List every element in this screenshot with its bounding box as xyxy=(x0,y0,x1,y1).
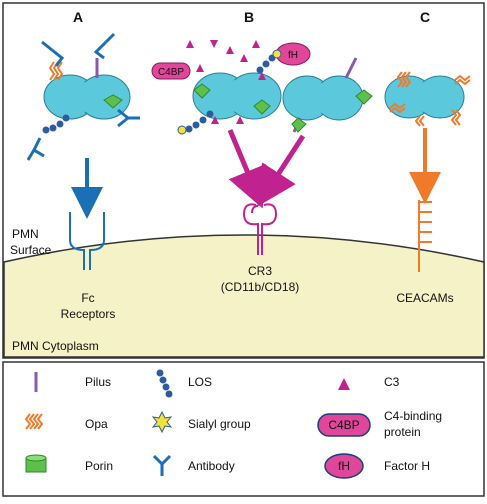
legend-los-icon xyxy=(156,369,173,398)
legend-c3-label: C3 xyxy=(384,375,400,389)
legend-pilus-label: Pilus xyxy=(85,375,111,389)
cr3-label-line1: CR3 xyxy=(248,264,272,278)
legend-fh-badge-text: fH xyxy=(338,459,350,473)
panel-c-bacterium xyxy=(384,71,471,127)
legend-sialyl-icon xyxy=(151,410,173,434)
legend-porin-label: Porin xyxy=(85,459,113,473)
sialyl-icon xyxy=(177,125,187,135)
pmn-surface-label-line2: Surface xyxy=(10,243,52,257)
cr3-label-line2: (CD11b/CD18) xyxy=(221,280,299,294)
legend-opa-label: Opa xyxy=(85,417,108,431)
panel-a-bacterium xyxy=(26,32,140,161)
legend-porin-icon xyxy=(25,454,47,473)
legend-antibody-label: Antibody xyxy=(188,459,235,473)
legend-c4bp-label-line1: C4-binding xyxy=(384,409,442,423)
legend-opa-icon xyxy=(24,413,44,430)
legend-c4bp-badge-text: C4BP xyxy=(328,418,359,432)
pmn-surface-label-line1: PMN xyxy=(12,227,39,241)
legend-fh-badge xyxy=(324,453,364,479)
ceacam-receptor-icon xyxy=(418,200,432,272)
porin-icon xyxy=(103,94,123,109)
antibody-icon xyxy=(26,32,140,161)
fh-badge-label: fH xyxy=(288,50,298,61)
legend-c3-icon xyxy=(338,378,350,390)
legend-box xyxy=(2,361,485,497)
panel-b-arrow-right xyxy=(257,134,306,207)
panel-b-bacterium-right xyxy=(282,57,373,133)
legend-sialyl-label: Sialyl group xyxy=(188,417,251,431)
panel-letter-b: B xyxy=(244,9,254,25)
legend-antibody-icon xyxy=(152,454,172,476)
los-icon xyxy=(42,114,70,134)
fc-receptors-label-line1: Fc xyxy=(81,291,94,305)
legend-c4bp-label-line2: protein xyxy=(384,425,421,439)
legend-c4bp-badge xyxy=(317,413,371,437)
c4bp-badge xyxy=(151,62,191,80)
pmn-cytoplasm-region xyxy=(3,234,485,358)
panel-b-bacterium-left xyxy=(177,49,282,135)
fc-receptor-icon xyxy=(69,212,105,270)
sialyl-icon xyxy=(272,49,282,59)
ceacams-label: CEACAMs xyxy=(396,291,453,305)
pmn-cytoplasm-label: PMN Cytoplasm xyxy=(12,339,99,353)
panel-b-arrow-left xyxy=(227,129,266,209)
legend-factor-h-label: Factor H xyxy=(384,459,430,473)
c4bp-badge-label: C4BP xyxy=(158,67,184,78)
cr3-receptor-icon xyxy=(242,203,278,255)
legend-los-label: LOS xyxy=(188,375,212,389)
fc-receptors-label-line2: Receptors xyxy=(61,307,116,321)
panel-letter-c: C xyxy=(420,9,430,25)
panel-letter-a: A xyxy=(73,9,83,25)
c3-cluster xyxy=(186,40,260,72)
